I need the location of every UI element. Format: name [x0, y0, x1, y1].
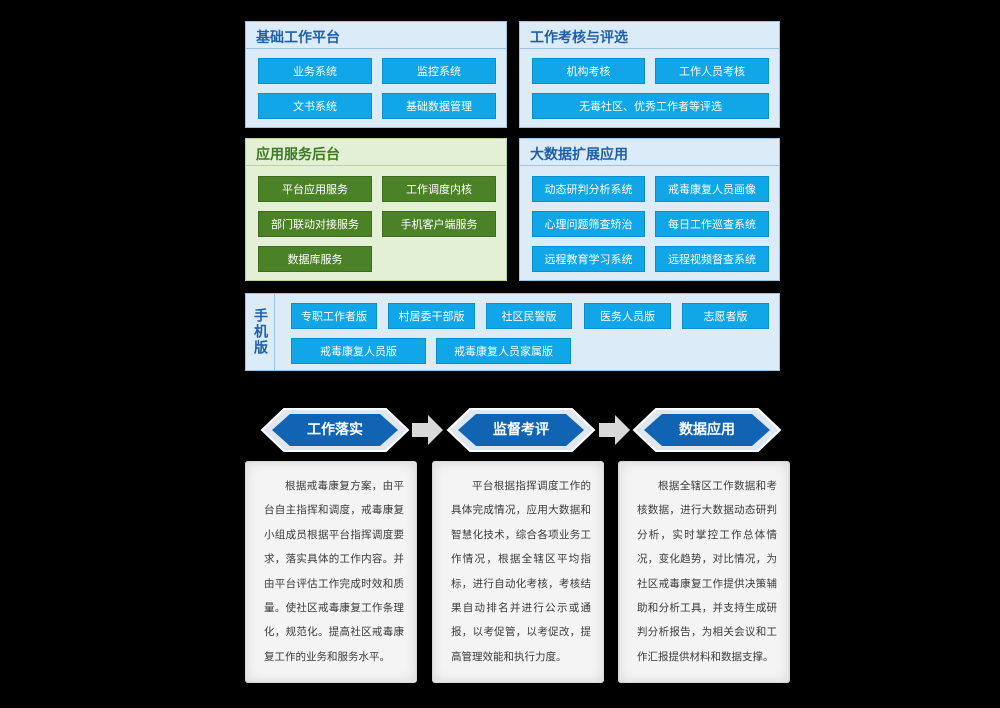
- flow-step-2-header: 监督考评: [446, 408, 596, 452]
- mobile-rehab-family[interactable]: 戒毒康复人员家属版: [436, 338, 571, 364]
- divider: [246, 48, 506, 49]
- module-psychological-screening[interactable]: 心理问题筛查矫治: [532, 211, 645, 237]
- panel-title: 工作考核与评选: [530, 30, 628, 46]
- arrow-right-icon: [599, 415, 630, 445]
- mobile-volunteer[interactable]: 志愿者版: [682, 303, 769, 329]
- module-work-scheduling-kernel[interactable]: 工作调度内核: [382, 176, 496, 202]
- panel-title: 基础工作平台: [256, 30, 340, 46]
- module-community-selection[interactable]: 无毒社区、优秀工作者等评选: [532, 93, 769, 119]
- flow-step-title: 工作落实: [307, 422, 363, 438]
- divider: [246, 165, 506, 166]
- panel-title: 大数据扩展应用: [530, 147, 628, 163]
- flow-step-title: 监督考评: [493, 422, 549, 438]
- flow-step-2-card: 平台根据指挥调度工作的具体完成情况，应用大数据和智慧化技术，综合各项业务工作情况…: [432, 461, 604, 683]
- flow-step-title: 数据应用: [679, 422, 735, 438]
- panel-base-platform: 基础工作平台 业务系统 监控系统 文书系统 基础数据管理: [245, 21, 507, 128]
- module-business-system[interactable]: 业务系统: [258, 58, 372, 84]
- hexagon-shape: [260, 408, 410, 452]
- divider: [520, 165, 779, 166]
- panel-bigdata: 大数据扩展应用 动态研判分析系统 戒毒康复人员画像 心理问题筛查矫治 每日工作巡…: [519, 138, 780, 281]
- module-dynamic-analysis-system[interactable]: 动态研判分析系统: [532, 176, 645, 202]
- arrow-right-icon: [412, 415, 443, 445]
- module-monitoring-system[interactable]: 监控系统: [382, 58, 496, 84]
- module-daily-inspection-system[interactable]: 每日工作巡查系统: [655, 211, 769, 237]
- module-remote-video-supervision[interactable]: 远程视频督查系统: [655, 246, 769, 272]
- module-mobile-client-service[interactable]: 手机客户端服务: [382, 211, 496, 237]
- divider: [520, 48, 779, 49]
- mobile-community-police[interactable]: 社区民警版: [486, 303, 572, 329]
- module-database-service[interactable]: 数据库服务: [258, 246, 372, 272]
- module-institution-assessment[interactable]: 机构考核: [532, 58, 645, 84]
- module-remote-education-system[interactable]: 远程教育学习系统: [532, 246, 645, 272]
- module-platform-app-service[interactable]: 平台应用服务: [258, 176, 372, 202]
- module-document-system[interactable]: 文书系统: [258, 93, 372, 119]
- flow-step-3-header: 数据应用: [632, 408, 782, 452]
- mobile-village-cadre[interactable]: 村居委干部版: [388, 303, 475, 329]
- module-department-linkage-service[interactable]: 部门联动对接服务: [258, 211, 372, 237]
- hexagon-shape: [632, 408, 782, 452]
- mobile-medical-staff[interactable]: 医务人员版: [584, 303, 671, 329]
- flow-step-1-card: 根据戒毒康复方案，由平台自主指挥和调度，戒毒康复小组成员根据平台指挥调度要求，落…: [245, 461, 417, 683]
- module-staff-assessment[interactable]: 工作人员考核: [655, 58, 769, 84]
- mobile-rehab-person[interactable]: 戒毒康复人员版: [291, 338, 426, 364]
- flow-step-description: 根据戒毒康复方案，由平台自主指挥和调度，戒毒康复小组成员根据平台指挥调度要求，落…: [264, 480, 404, 663]
- panel-mobile: 手机版 专职工作者版 村居委干部版 社区民警版 医务人员版 志愿者版 戒毒康复人…: [245, 293, 780, 371]
- flow-step-description: 平台根据指挥调度工作的具体完成情况，应用大数据和智慧化技术，综合各项业务工作情况…: [451, 480, 591, 663]
- panel-assessment: 工作考核与评选 机构考核 工作人员考核 无毒社区、优秀工作者等评选: [519, 21, 780, 128]
- hexagon-shape: [446, 408, 596, 452]
- mobile-label-text: 手机版: [252, 308, 268, 356]
- mobile-label: 手机版: [246, 294, 275, 370]
- flow-step-description: 根据全辖区工作数据和考核数据，进行大数据动态研判分析，实时掌控工作总体情况，变化…: [637, 480, 777, 663]
- panel-app-backend: 应用服务后台 平台应用服务 工作调度内核 部门联动对接服务 手机客户端服务 数据…: [245, 138, 507, 281]
- module-person-profile[interactable]: 戒毒康复人员画像: [655, 176, 769, 202]
- module-basic-data-management[interactable]: 基础数据管理: [382, 93, 496, 119]
- flow-step-1-header: 工作落实: [260, 408, 410, 452]
- mobile-fulltime-worker[interactable]: 专职工作者版: [291, 303, 377, 329]
- flow-step-3-card: 根据全辖区工作数据和考核数据，进行大数据动态研判分析，实时掌控工作总体情况，变化…: [618, 461, 790, 683]
- panel-title: 应用服务后台: [256, 147, 340, 163]
